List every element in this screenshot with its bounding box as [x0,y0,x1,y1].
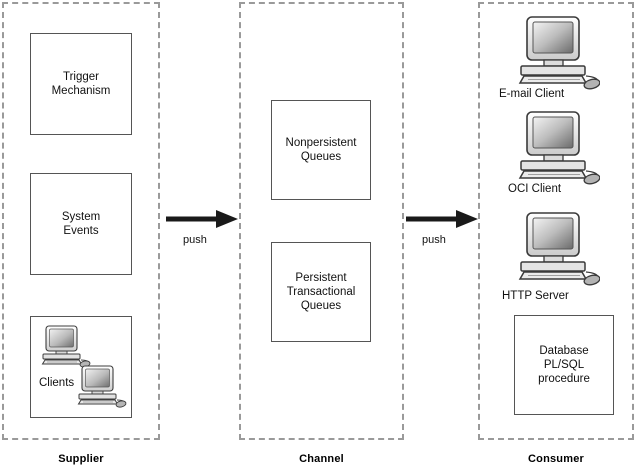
zone-consumer-label: Consumer [528,453,584,465]
box-trigger-mechanism-label: Trigger Mechanism [51,71,111,97]
arrow-right-icon [406,208,478,230]
computer-label-http-server: HTTP Server [502,290,569,302]
computer-icon [76,365,130,409]
zone-supplier-label: Supplier [58,453,104,465]
computer-label-email-client: E-mail Client [499,88,565,100]
zone-consumer [478,2,634,440]
arrow-right-icon [166,208,238,230]
box-database-plsql-procedure-label: Database PL/SQL procedure [538,345,590,385]
computer-icon [516,111,601,187]
zone-supplier [2,2,160,440]
box-system-events: System Events [30,173,132,275]
box-nonpersistent-queues: Nonpersistent Queues [271,100,371,200]
computer-icon [516,16,601,92]
box-clients: Clients [30,316,132,418]
box-persistent-transactional-queues: Persistent Transactional Queues [271,242,371,342]
box-trigger-mechanism: Trigger Mechanism [30,33,132,135]
box-persistent-transactional-queues-label: Persistent Transactional Queues [286,272,356,312]
arrow-supplier-to-channel-label: push [183,234,207,246]
zone-channel-label: Channel [299,453,344,465]
computer-icon [516,212,601,288]
box-database-plsql-procedure: Database PL/SQL procedure [514,315,614,415]
box-system-events-label: System Events [61,211,101,237]
box-nonpersistent-queues-label: Nonpersistent Queues [285,137,357,163]
computer-label-oci-client: OCI Client [508,183,562,195]
computer-icon [40,325,94,368]
arrow-channel-to-consumer-label: push [422,234,446,246]
box-clients-label: Clients [39,377,75,389]
zone-channel [239,2,404,440]
